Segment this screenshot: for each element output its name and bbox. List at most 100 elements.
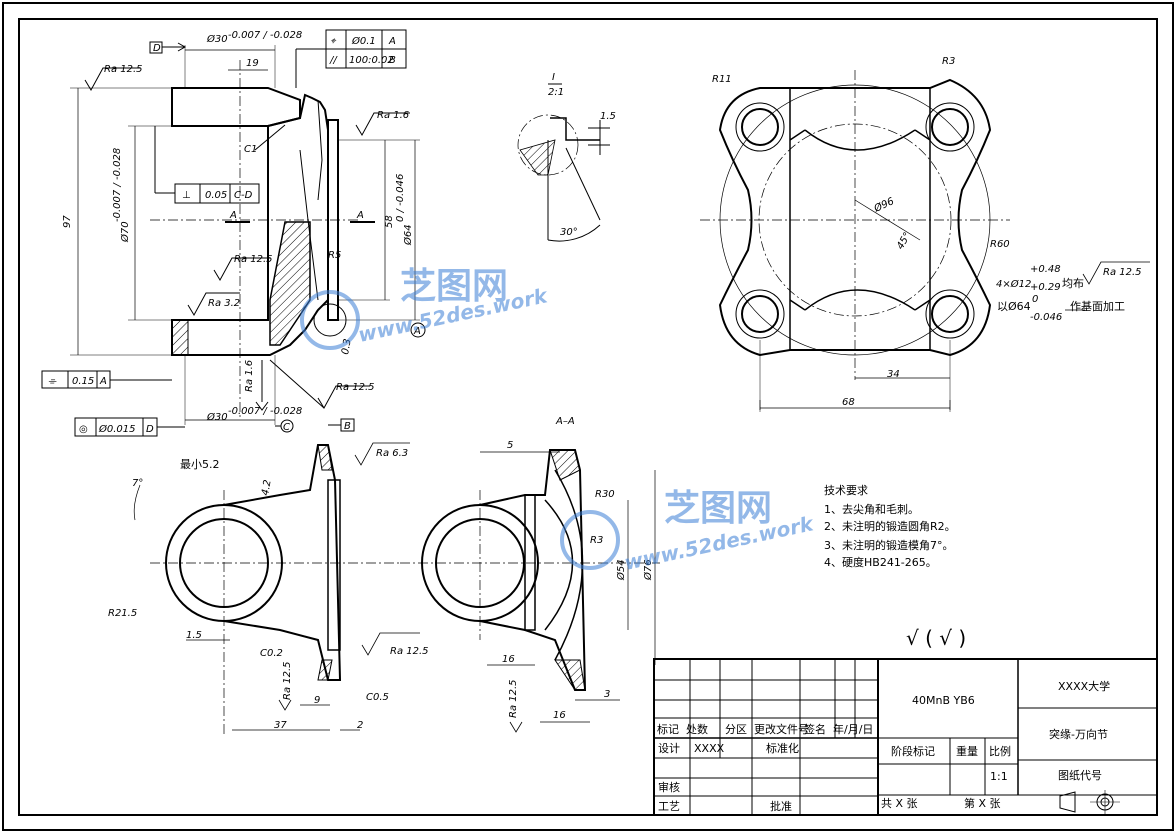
- detail-scale: 2:1: [548, 87, 564, 98]
- hole-ref: 以Ø64: [997, 300, 1031, 313]
- ra-aa: Ra 12.5: [508, 679, 519, 718]
- hole-ra: Ra 12.5: [1103, 267, 1142, 278]
- datum-a: A: [413, 326, 421, 337]
- ra-top-left: Ra 12.5: [104, 64, 143, 75]
- tb-approve: 批准: [770, 799, 792, 813]
- tech-req-1: 1、去尖角和毛刺。: [824, 503, 919, 516]
- tech-req-2: 2、未注明的锻造圆角R2。: [824, 519, 956, 533]
- dim-d64-tol: 0 / -0.046: [395, 174, 406, 222]
- tb-part-name: 突缘-万向节: [1049, 727, 1108, 741]
- side-view-left: [133, 442, 420, 735]
- dim-19: 19: [246, 58, 259, 69]
- fcf-pos-sym: ⌖: [330, 36, 337, 47]
- tb-date: 年/月/日: [833, 722, 873, 736]
- fcf-sym-ref: A: [99, 376, 107, 387]
- dim-9: 9: [314, 695, 320, 706]
- tb-scale-label: 比例: [989, 744, 1011, 758]
- datum-b: B: [344, 421, 351, 432]
- hole-tol-low: -0.046: [1030, 312, 1062, 323]
- tb-zone: 分区: [725, 723, 747, 736]
- datum-c: C: [283, 422, 290, 433]
- ra-16-bottom: Ra 1.6: [244, 360, 255, 392]
- tech-req-title: 技术要求: [824, 484, 868, 497]
- watermark-brand: 芝图网: [400, 266, 508, 307]
- fcf-par-val: 100:0.02: [349, 55, 394, 66]
- fcf-perp-ref: C-D: [234, 190, 253, 201]
- tb-change-doc: 更改文件号: [754, 722, 809, 736]
- dim-d30-top: Ø30: [206, 33, 228, 45]
- tb-school: XXXX大学: [1058, 679, 1110, 693]
- ra-63: Ra 6.3: [376, 448, 408, 459]
- fcf-conc-ref: D: [146, 424, 154, 435]
- dim-2: 2: [357, 720, 363, 731]
- ra-bottom: Ra 12.5: [336, 382, 375, 393]
- dim-15b: 1.5: [186, 630, 202, 641]
- fcf-par-sym: //: [329, 55, 338, 66]
- dim-d30-top-tol: -0.007 / -0.028: [228, 30, 302, 41]
- dim-r5: R5: [328, 250, 341, 261]
- ra-mid: Ra 12.5: [234, 254, 273, 265]
- dim-d54: Ø54: [615, 559, 627, 581]
- fcf-conc-sym: ◎: [79, 424, 88, 435]
- dim-7deg: 7°: [132, 478, 143, 489]
- dim-min52: 最小5.2: [180, 458, 220, 471]
- dim-37: 37: [274, 720, 287, 731]
- watermark-logo-icon-2: [560, 510, 620, 570]
- dim-d96: Ø96: [871, 195, 896, 215]
- dim-58: 58: [384, 215, 395, 228]
- tb-count: 处数: [686, 723, 708, 736]
- hole-tol-mid: +0.29: [1030, 282, 1061, 293]
- ra-top-right: Ra 1.6: [377, 110, 409, 121]
- dim-16a: 16: [502, 654, 515, 665]
- tb-review: 审核: [658, 780, 680, 794]
- title-block: [653, 658, 1158, 816]
- dim-68: 68: [842, 397, 855, 408]
- hole-count: 4×Ø12: [996, 278, 1031, 290]
- tb-designer: XXXX: [694, 742, 725, 755]
- tb-drawing-no: 图纸代号: [1058, 769, 1102, 782]
- tb-scale: 1:1: [990, 770, 1008, 783]
- tech-req-4: 4、硬度HB241-265。: [824, 555, 937, 569]
- tb-sign: 签名: [804, 722, 826, 736]
- inner-frame: [18, 18, 1158, 816]
- fcf-pos-val: Ø0.1: [351, 35, 376, 47]
- dim-r30: R30: [595, 489, 615, 500]
- dim-5: 5: [507, 440, 513, 451]
- dim-c1: C1: [244, 144, 257, 155]
- hole-even: 均布: [1062, 277, 1084, 290]
- tb-mark: 标记: [657, 722, 679, 736]
- tb-total: 共 X 张: [881, 797, 918, 810]
- tb-material: 40MnB YB6: [912, 694, 975, 707]
- dim-d70: Ø70: [119, 221, 131, 243]
- fcf-perp-sym: ⊥: [182, 190, 191, 201]
- dim-detail-30deg: 30°: [560, 227, 578, 238]
- fcf-conc-val: Ø0.015: [98, 423, 136, 435]
- ra-side: Ra 12.5: [390, 646, 429, 657]
- dim-d30-bot: Ø30: [206, 411, 228, 423]
- dim-45deg: 45°: [895, 231, 913, 252]
- watermark-brand-2: 芝图网: [664, 488, 772, 529]
- fcf-par-ref: B: [389, 55, 396, 66]
- tb-design: 设计: [658, 742, 680, 755]
- dim-r11: R11: [712, 74, 732, 85]
- watermark-logo-icon: [300, 290, 360, 350]
- dim-3: 3: [604, 689, 610, 700]
- ra-side-vertical: Ra 12.5: [282, 661, 293, 700]
- fcf-sym-val: 0.15: [72, 376, 94, 387]
- tb-sheet: 第 X 张: [964, 796, 1001, 810]
- section-a-right: A: [356, 210, 364, 221]
- dim-r60: R60: [990, 239, 1010, 250]
- fcf-pos-ref: A: [388, 36, 396, 47]
- tb-standard: 标准化: [766, 741, 799, 755]
- dim-16b: 16: [553, 710, 566, 721]
- dim-97: 97: [62, 215, 73, 228]
- section-aa-label: A–A: [555, 416, 575, 427]
- dim-d70-tol: -0.007 / -0.028: [112, 148, 123, 222]
- ra-32: Ra 3.2: [208, 298, 240, 309]
- dim-34: 34: [887, 369, 900, 380]
- dim-r215: R21.5: [108, 608, 137, 619]
- tb-process: 工艺: [658, 800, 680, 813]
- dim-d76: Ø76: [642, 559, 654, 581]
